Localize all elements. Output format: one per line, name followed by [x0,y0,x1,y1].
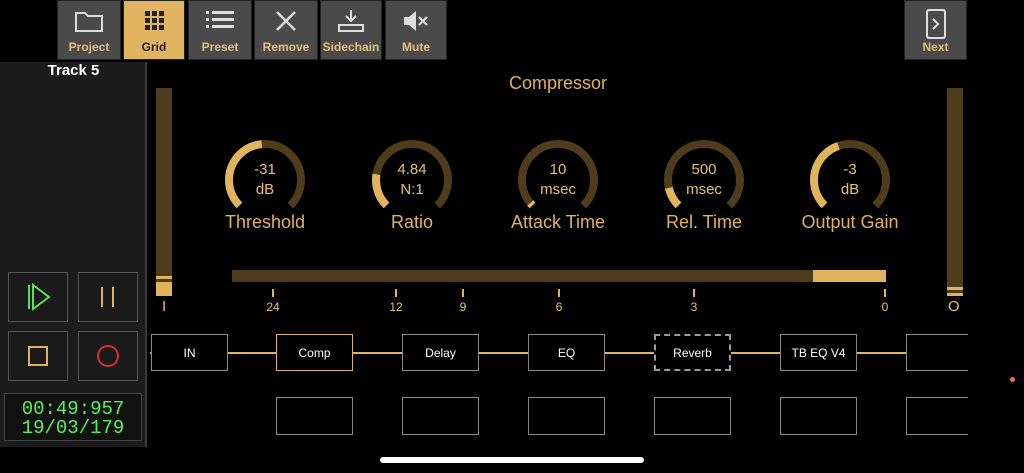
knob-dial[interactable] [516,138,600,222]
knob-label: Rel. Time [665,212,743,232]
folder-icon [75,12,103,32]
next-label: Next [922,40,949,54]
mute-button[interactable]: Mute [385,0,447,60]
knob-label: Ratio [390,212,434,232]
record-button[interactable] [78,331,138,381]
scale-tick [462,289,464,297]
input-meter-level [156,282,172,296]
scale-label: 3 [690,300,698,314]
chain-slot[interactable]: Reverb [654,334,731,371]
record-icon [97,345,119,367]
stop-button[interactable] [8,331,68,381]
remove-button[interactable]: Remove [254,0,318,60]
mute-label: Mute [402,40,430,54]
scale-tick [272,289,274,297]
input-meter [156,88,172,296]
scale-tick [693,289,695,297]
empty-slot[interactable] [276,397,353,435]
knob-value: 10 [549,161,567,178]
knob-unit: dB [840,181,860,198]
track-sidebar [0,62,147,447]
empty-slot[interactable] [906,397,968,435]
timecode-display: 00:49:957 19/03/179 [4,393,142,441]
project-button[interactable]: Project [57,0,121,60]
grid-icon [145,11,164,30]
knob-fill [225,140,305,220]
knob-value: 500 [691,161,717,178]
knob-unit: N:1 [400,181,424,198]
sidechain-label: Sidechain [322,40,380,54]
sidechain-button[interactable]: Sidechain [320,0,382,60]
input-meter-label: I [162,298,167,315]
scale-label: 0 [881,300,889,314]
knob-fill [372,140,452,220]
list-icon [206,11,234,28]
preset-label: Preset [201,40,239,54]
output-meter-peak [947,287,963,290]
scale-label: 6 [555,300,563,314]
mute-speaker-icon [404,11,428,31]
grid-label: Grid [141,40,167,54]
pause-button[interactable] [78,272,138,322]
empty-slot[interactable] [780,397,857,435]
scale-label: 24 [266,300,280,314]
status-dot [1010,377,1015,382]
plugin-title: Compressor [508,73,608,93]
knob-dial[interactable] [662,138,746,222]
timecode-bar: 19/03/179 [21,417,125,439]
knob-label: Output Gain [801,212,899,232]
chain-slot[interactable]: Comp [276,334,353,371]
knob-fill [810,140,890,220]
chain-slot[interactable]: EQ [528,334,605,371]
knob-value: -3 [843,161,857,178]
knob-dial[interactable] [808,138,892,222]
home-indicator [380,457,644,463]
knob-label: Threshold [224,212,306,232]
scale-label: 9 [459,300,467,314]
next-button[interactable]: Next [904,0,967,60]
knob-fill [518,140,598,220]
output-meter [947,88,963,296]
scale-tick [884,289,886,297]
scale-label: 12 [389,300,403,314]
knob-value: -31 [254,161,276,178]
chain-slot[interactable]: TB EQ V4 [780,334,857,371]
knob-unit: msec [686,181,722,198]
close-icon [276,11,296,31]
knob-unit: dB [255,181,275,198]
knob-dial[interactable] [370,138,454,222]
play-button[interactable] [8,272,68,322]
stop-icon [28,346,48,366]
output-meter-level [947,293,963,296]
remove-label: Remove [262,40,310,54]
empty-slot[interactable] [654,397,731,435]
scale-tick [558,289,560,297]
grid-button[interactable]: Grid [123,0,185,60]
preset-button[interactable]: Preset [188,0,252,60]
sidechain-icon [338,10,364,32]
pause-icon [101,287,114,307]
knob-label: Attack Time [510,212,606,232]
timecode-time: 00:49:957 [21,398,125,420]
scale-tick [395,289,397,297]
project-label: Project [68,40,110,54]
next-icon [925,9,946,39]
knob-dial[interactable] [223,138,307,222]
track-name: Track 5 [47,62,100,79]
chain-slot[interactable]: IN [151,334,228,371]
input-meter-peak [156,276,172,279]
empty-slot[interactable] [528,397,605,435]
knob-fill [664,140,744,220]
knob-unit: msec [540,181,576,198]
gain-reduction-level [813,270,886,282]
gain-reduction-meter [232,270,886,282]
knob-value: 4.84 [397,161,427,178]
chain-slot[interactable] [906,334,968,371]
chain-slot[interactable]: Delay [402,334,479,371]
output-meter-label: O [948,298,960,315]
empty-slot[interactable] [402,397,479,435]
play-icon [28,283,51,311]
